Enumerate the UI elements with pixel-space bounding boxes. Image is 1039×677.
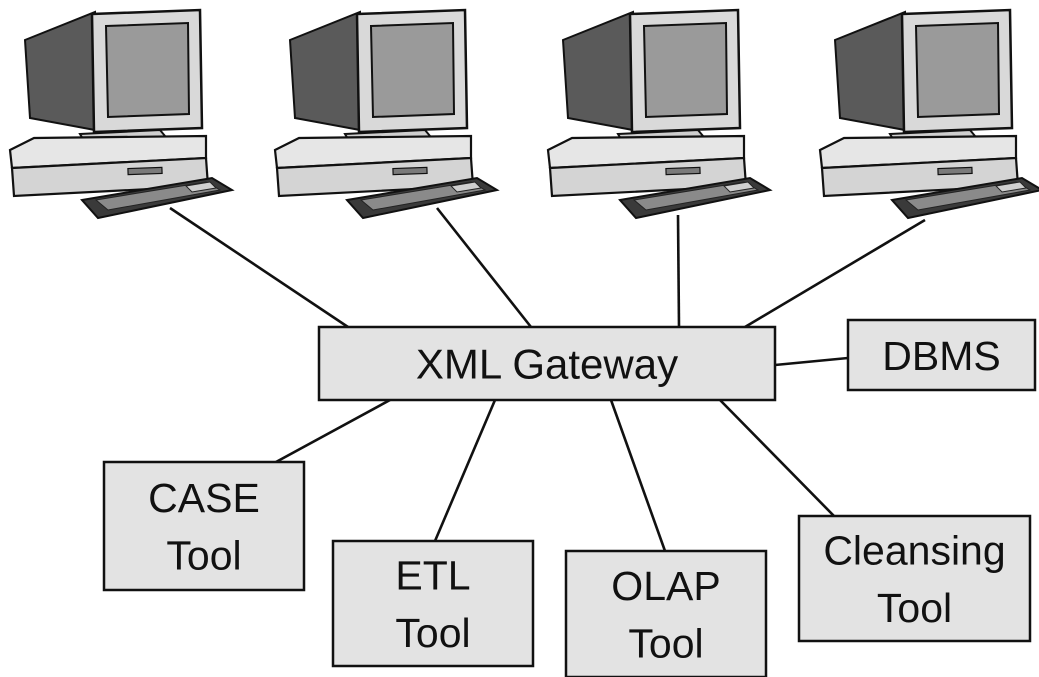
case-tool-box-label-line-1: CASE	[148, 475, 260, 521]
link-hub-computer-2	[435, 207, 533, 328]
xml-gateway-box: XML Gateway	[317, 325, 777, 402]
computer-2-icon	[273, 8, 500, 220]
computer-3-icon	[546, 8, 773, 220]
link-hub-cleansing-tool	[719, 399, 835, 517]
link-hub-olap-tool	[609, 399, 667, 552]
etl-tool-box-label-line-2: Tool	[395, 610, 470, 656]
computers	[8, 8, 1039, 220]
case-tool-box-label-line-2: Tool	[166, 532, 241, 578]
olap-tool-box-frame	[564, 549, 768, 677]
link-hub-case-tool	[275, 398, 391, 464]
etl-tool-box: ETL Tool	[331, 539, 535, 668]
link-hub-computer-4	[744, 218, 926, 329]
computer-1-icon	[8, 8, 235, 220]
link-hub-computer-3	[676, 214, 681, 328]
case-tool-box: CASE Tool	[102, 460, 306, 592]
olap-tool-box-label-line-2: Tool	[628, 620, 703, 666]
dbms-box: DBMS	[846, 318, 1037, 392]
case-tool-box-frame	[102, 460, 306, 592]
etl-tool-box-frame	[331, 539, 535, 668]
cleansing-tool-box-label-line-2: Tool	[877, 585, 952, 631]
olap-tool-box-label-line-1: OLAP	[611, 563, 720, 609]
olap-tool-box: OLAP Tool	[564, 549, 768, 677]
connection-lines	[169, 206, 926, 552]
xml-gateway-box-frame	[317, 325, 777, 402]
dbms-box-frame	[846, 318, 1037, 392]
cleansing-tool-box-label-line-1: Cleansing	[823, 528, 1005, 574]
dbms-box-label-line-1: DBMS	[882, 333, 1000, 379]
computer-4-icon	[818, 8, 1039, 220]
etl-tool-box-label-line-1: ETL	[395, 553, 470, 599]
cleansing-tool-box-frame	[797, 514, 1032, 643]
link-hub-etl-tool	[433, 399, 497, 542]
xml-gateway-box-label-line-1: XML Gateway	[416, 341, 678, 388]
link-hub-computer-1	[169, 206, 349, 329]
link-hub-dbms	[774, 356, 849, 367]
